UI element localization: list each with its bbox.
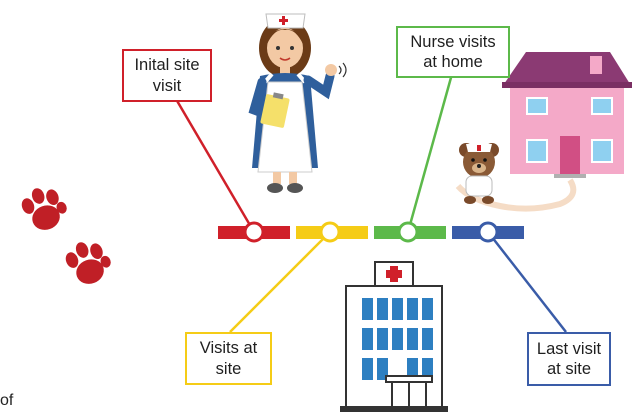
label-last-text: Last visit at site <box>536 339 602 378</box>
connector-green <box>406 73 454 233</box>
connector-red <box>164 81 256 233</box>
marker-home <box>397 221 419 243</box>
marker-site <box>319 221 341 243</box>
label-visits-at-site: Visits at site <box>185 332 272 385</box>
teddy-bear-nurse-icon <box>459 143 499 204</box>
label-initial-text: Inital site visit <box>134 56 200 95</box>
cut-off-text: of <box>0 392 14 409</box>
label-nurse-visits-at-home: Nurse visits at home <box>396 26 510 78</box>
marker-initial <box>243 221 265 243</box>
paw-print-icon <box>21 188 67 230</box>
connector-yellow <box>229 231 331 333</box>
label-at-site-text: Visits at site <box>199 339 258 378</box>
house-icon <box>502 52 632 178</box>
label-home-text: Nurse visits at home <box>410 32 496 71</box>
connector-blue <box>487 231 567 333</box>
marker-last <box>477 221 499 243</box>
label-initial-site-visit: Inital site visit <box>122 49 212 102</box>
nurse-figure-icon <box>248 13 347 193</box>
paw-print-icon <box>65 242 111 284</box>
label-last-visit-at-site: Last visit at site <box>527 332 611 386</box>
hospital-icon <box>340 261 448 412</box>
